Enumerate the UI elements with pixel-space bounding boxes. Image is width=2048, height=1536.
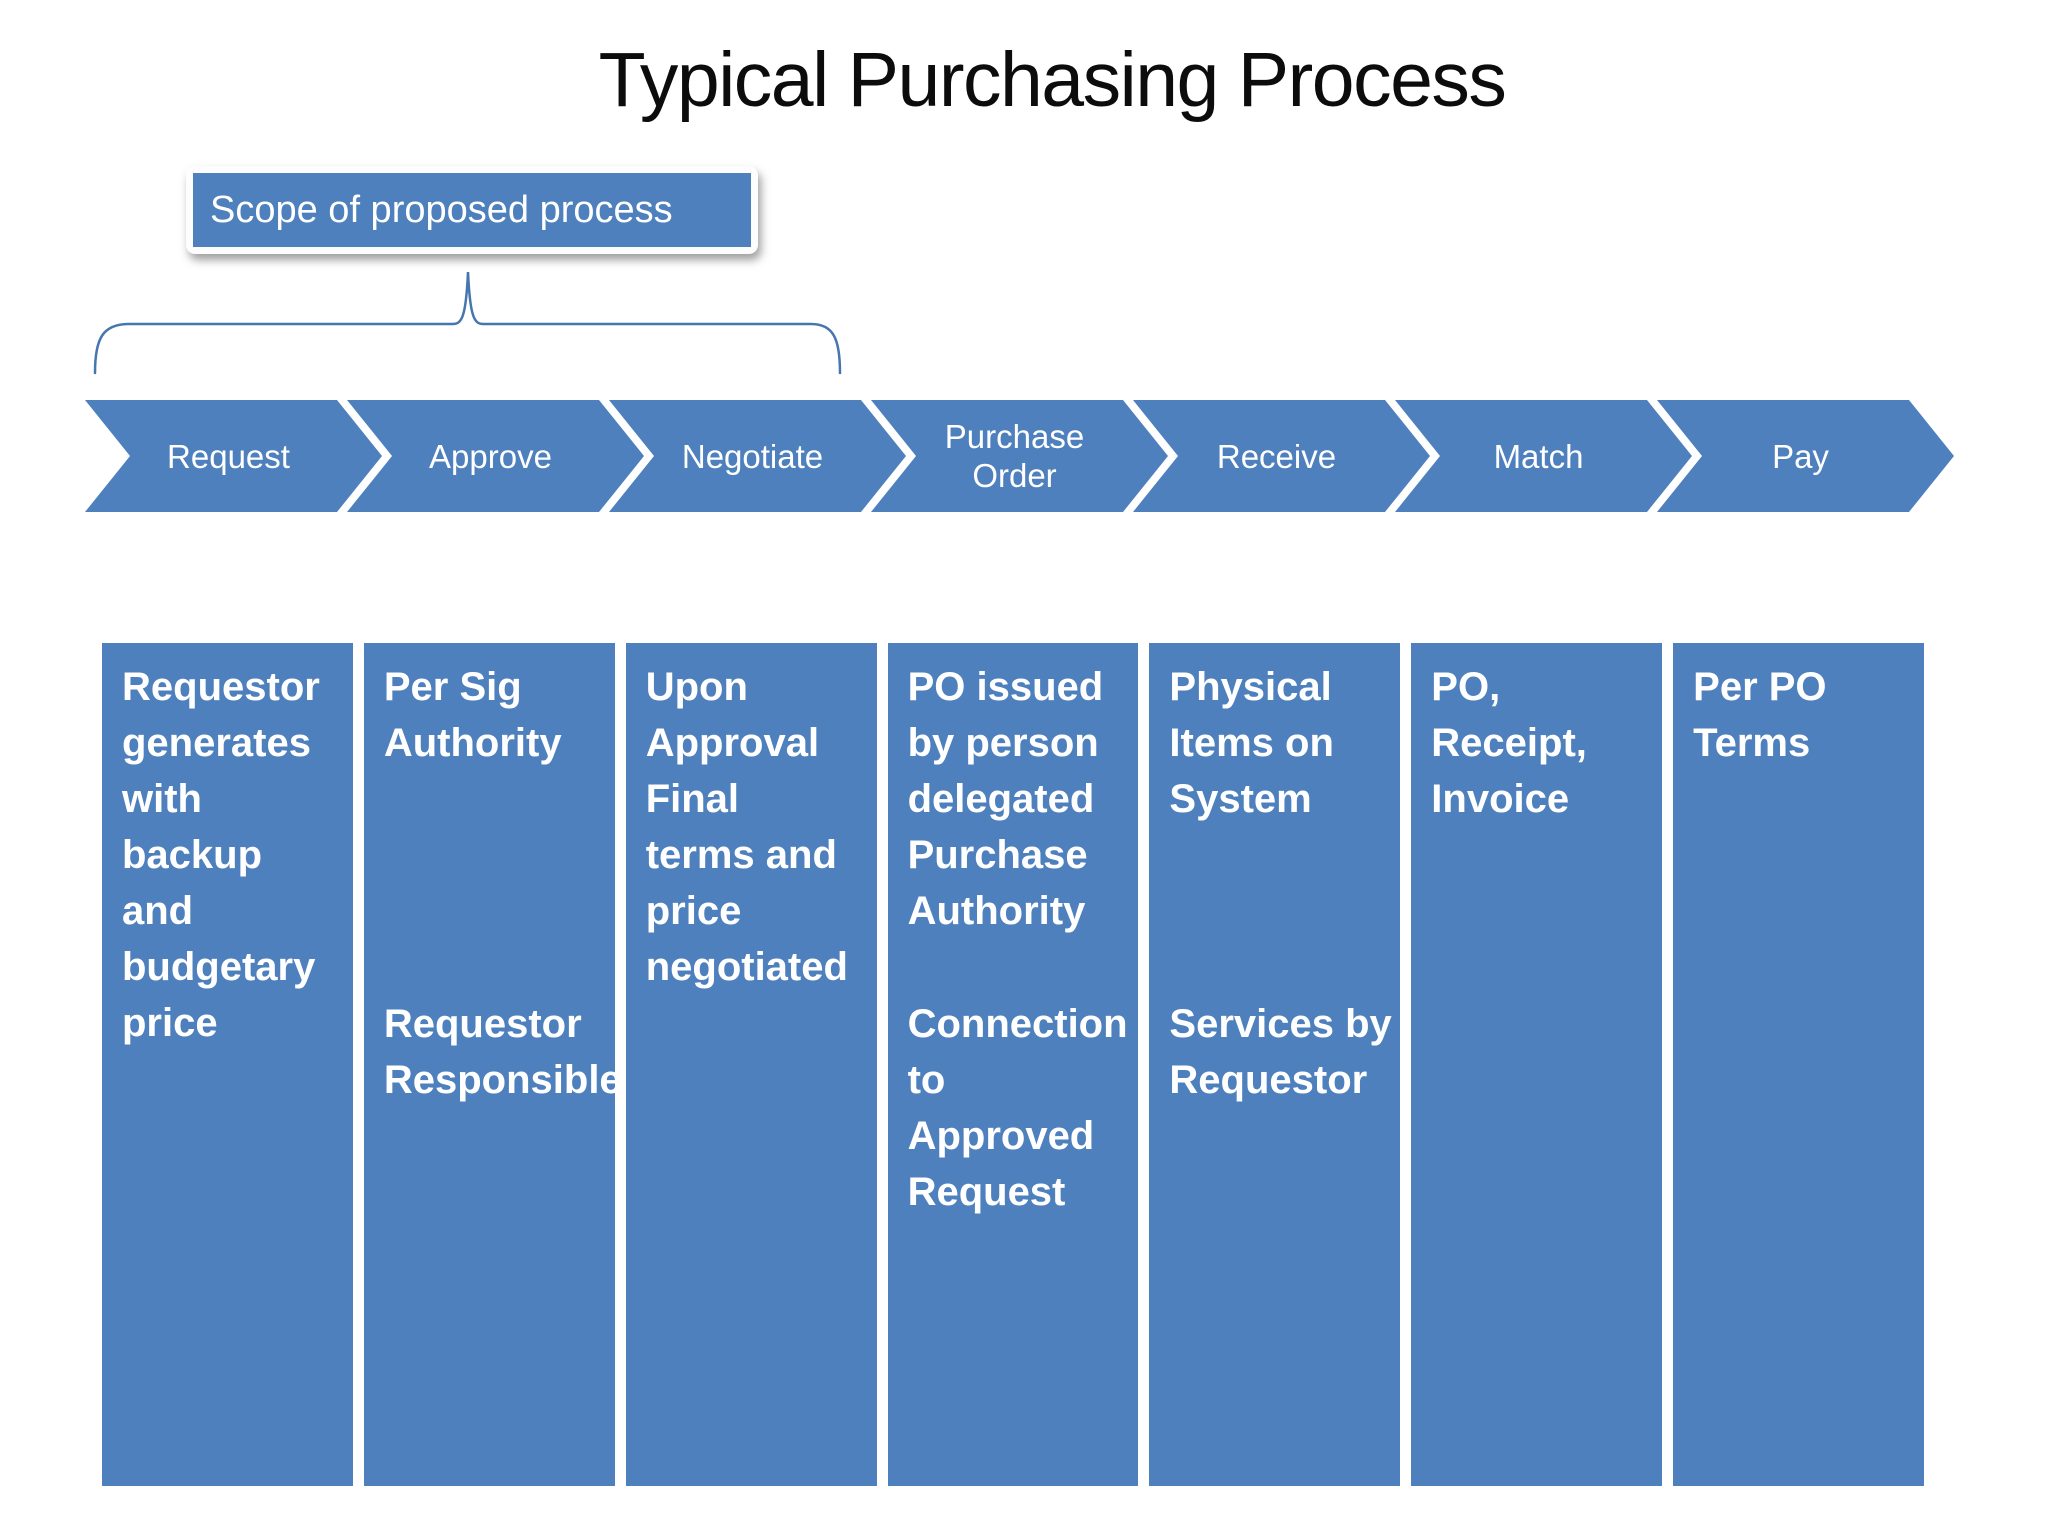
step-chevron-negotiate: Negotiate xyxy=(609,400,906,512)
step-chevron-pay: Pay xyxy=(1657,400,1954,512)
step-label: Purchase Order xyxy=(944,418,1085,494)
detail-column-match: PO, Receipt, Invoice xyxy=(1411,643,1663,1486)
step-label: Negotiate xyxy=(681,437,824,475)
step-chevron-approve: Approve xyxy=(347,400,644,512)
column-primary-text: Requestor generates with backup and budg… xyxy=(122,665,320,1045)
column-secondary-text: Connection to Approved Request xyxy=(907,1002,1128,1214)
detail-column-negotiate: Upon Approval Final terms and price nego… xyxy=(625,643,877,1486)
scope-brace xyxy=(93,271,842,375)
step-label: Match xyxy=(1493,437,1584,475)
step-label: Approve xyxy=(429,437,552,475)
column-secondary-text: Requestor Responsible xyxy=(383,1002,622,1102)
page-title: Typical Purchasing Process xyxy=(598,37,1507,123)
process-detail-columns: Requestor generates with backup and budg… xyxy=(102,643,1924,1486)
detail-column-purchase-order: PO issued by person delegated Purchase A… xyxy=(887,643,1139,1486)
column-primary-text: PO, Receipt, Invoice xyxy=(1431,665,1587,821)
scope-callout: Scope of proposed process xyxy=(186,166,758,254)
step-chevron-receive: Receive xyxy=(1133,400,1430,512)
column-primary-text: Physical Items on System xyxy=(1169,665,1334,821)
detail-column-approve: Per Sig Authority Requestor Responsible xyxy=(363,643,622,1486)
process-step-arrows: Request Approve Negotiate Purchase Order… xyxy=(85,400,1954,512)
column-primary-text: PO issued by person delegated Purchase A… xyxy=(907,665,1104,933)
step-chevron-request: Request xyxy=(85,400,382,512)
step-chevron-match: Match xyxy=(1395,400,1692,512)
column-primary-text: Per Sig Authority xyxy=(383,665,562,765)
detail-column-request: Requestor generates with backup and budg… xyxy=(102,643,353,1486)
detail-column-pay: Per PO Terms xyxy=(1673,643,1924,1486)
scope-callout-label: Scope of proposed process xyxy=(193,173,751,247)
column-primary-text: Upon Approval Final terms and price nego… xyxy=(645,665,848,989)
step-label: Receive xyxy=(1216,437,1337,475)
column-primary-text: Per PO Terms xyxy=(1693,665,1827,765)
step-chevron-purchase-order: Purchase Order xyxy=(871,400,1168,512)
column-secondary-text: Services by Requestor xyxy=(1169,1002,1392,1102)
detail-column-receive: Physical Items on System Services by Req… xyxy=(1149,643,1401,1486)
step-label: Pay xyxy=(1772,437,1829,475)
step-label: Request xyxy=(167,437,290,475)
